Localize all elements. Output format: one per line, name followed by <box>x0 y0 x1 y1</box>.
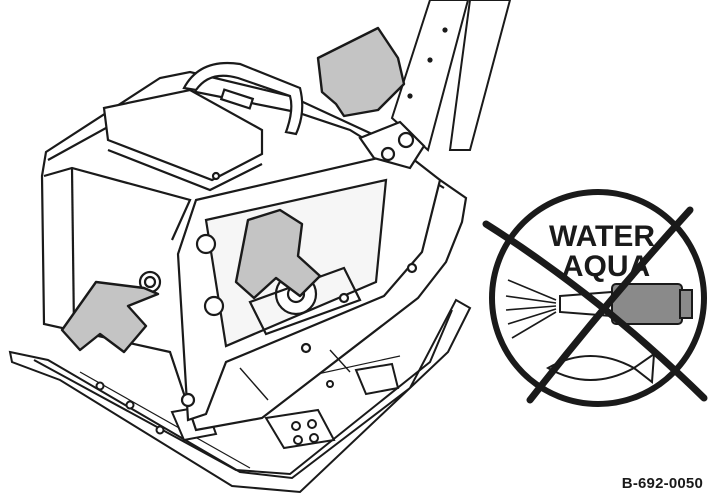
figure-code: B-692-0050 <box>621 475 703 492</box>
gray-arrow-icon <box>60 280 160 354</box>
no-water-cleaning-icon <box>505 279 693 384</box>
warning-word-1: WATER <box>549 220 655 253</box>
callout-arrows <box>60 26 406 354</box>
gray-arrow-icon <box>316 26 406 118</box>
fish-icon <box>545 351 656 384</box>
no-water-warning-symbol: WATER AQUA <box>482 189 708 407</box>
gray-arrow-icon <box>234 208 322 300</box>
handle-bar <box>390 0 512 152</box>
